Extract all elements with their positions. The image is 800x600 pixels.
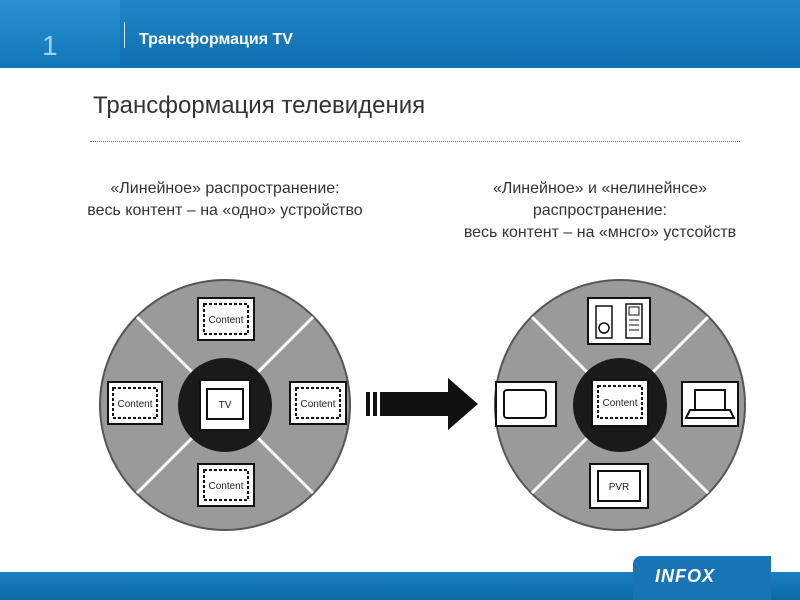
transition-arrow-icon bbox=[366, 378, 478, 430]
right-wheel: Content PVR bbox=[494, 279, 746, 531]
left-wheel: TV Content Content Content Content bbox=[99, 279, 351, 531]
left-center-label: TV bbox=[219, 400, 232, 411]
header-title: Трансформация TV bbox=[139, 31, 293, 48]
infox-logo: INFOX bbox=[655, 566, 716, 586]
tv-monitor-icon bbox=[495, 381, 557, 427]
mobile-devices-icon bbox=[587, 297, 651, 345]
right-bottom-label: PVR bbox=[609, 482, 630, 493]
left-top-label: Content bbox=[208, 315, 243, 326]
header-divider bbox=[124, 22, 125, 48]
left-right-label: Content bbox=[300, 399, 335, 410]
slide-title: Трансформация телевидения bbox=[93, 92, 426, 119]
left-caption-line1: «Линейное» распространение: bbox=[110, 180, 340, 197]
left-bottom-label: Content bbox=[208, 481, 243, 492]
slide-number-tab bbox=[0, 0, 120, 68]
slide-number: 1 bbox=[42, 30, 58, 61]
title-rule bbox=[90, 141, 740, 142]
right-caption-line3: весь контент – на «мнсго» устсойств bbox=[463, 224, 737, 241]
laptop-icon bbox=[681, 381, 739, 427]
left-left-content: Content bbox=[107, 381, 163, 425]
right-center-content: Content bbox=[591, 379, 649, 427]
right-center-label: Content bbox=[602, 398, 637, 409]
left-left-label: Content bbox=[117, 399, 152, 410]
left-caption: «Линейное» распространение: весь контент… bbox=[60, 178, 390, 222]
logo-box bbox=[633, 556, 771, 600]
right-caption: «Линейное» и «нелинейнсе» распространени… bbox=[425, 178, 775, 244]
header-bar bbox=[0, 0, 800, 68]
left-bottom-content: Content bbox=[197, 463, 255, 507]
left-center-tv: TV bbox=[199, 379, 251, 431]
pvr-icon: PVR bbox=[589, 463, 649, 509]
left-top-content: Content bbox=[197, 297, 255, 341]
right-caption-line2: распространение: bbox=[532, 202, 668, 219]
left-right-content: Content bbox=[289, 381, 347, 425]
left-caption-line2: весь контент – на «одно» устройство bbox=[87, 202, 363, 219]
right-caption-line1: «Линейное» и «нелинейнсе» bbox=[492, 180, 708, 197]
